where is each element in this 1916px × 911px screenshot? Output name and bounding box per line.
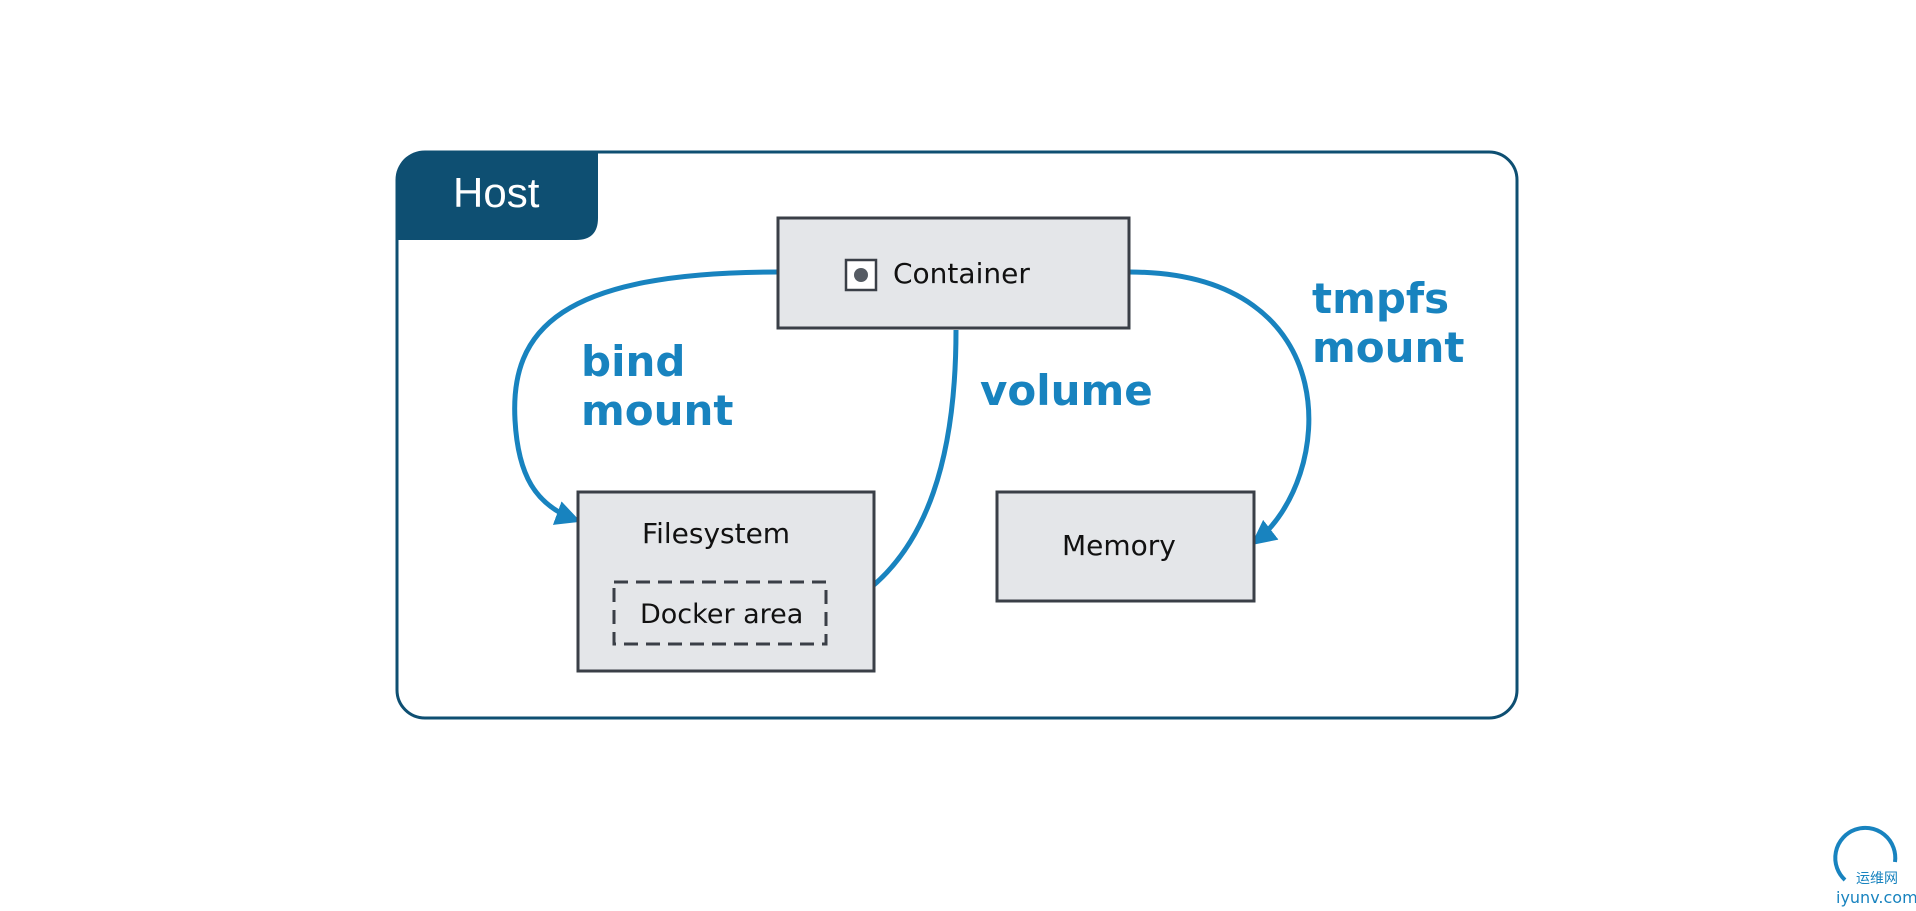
watermark-logo-icon xyxy=(1833,825,1898,882)
docker-area-box xyxy=(612,580,828,646)
volume-label: volume xyxy=(980,366,1153,415)
watermark-cn: 运维网 xyxy=(1856,871,1898,887)
filesystem-label: Filesystem xyxy=(642,517,790,550)
bind-mount-arrow xyxy=(512,269,779,525)
container-label: Container xyxy=(893,257,1030,290)
bind-mount-label-line1: bind xyxy=(581,337,685,386)
container-icon xyxy=(844,258,878,292)
host-tab xyxy=(397,152,598,240)
memory-label: Memory xyxy=(1062,529,1176,562)
tmpfs-mount-label-line1: tmpfs xyxy=(1312,274,1449,323)
docker-area-label: Docker area xyxy=(640,599,803,630)
memory-box xyxy=(995,490,1256,603)
tmpfs-mount-label-line2: mount xyxy=(1312,323,1465,372)
host-label: Host xyxy=(453,169,540,216)
container-box xyxy=(776,216,1131,330)
bind-mount-label-line2: mount xyxy=(581,386,734,435)
tmpfs-mount-arrow xyxy=(1128,269,1312,546)
watermark: 运维网 iyunv.com xyxy=(1833,825,1916,907)
watermark-domain: iyunv.com xyxy=(1836,888,1916,907)
